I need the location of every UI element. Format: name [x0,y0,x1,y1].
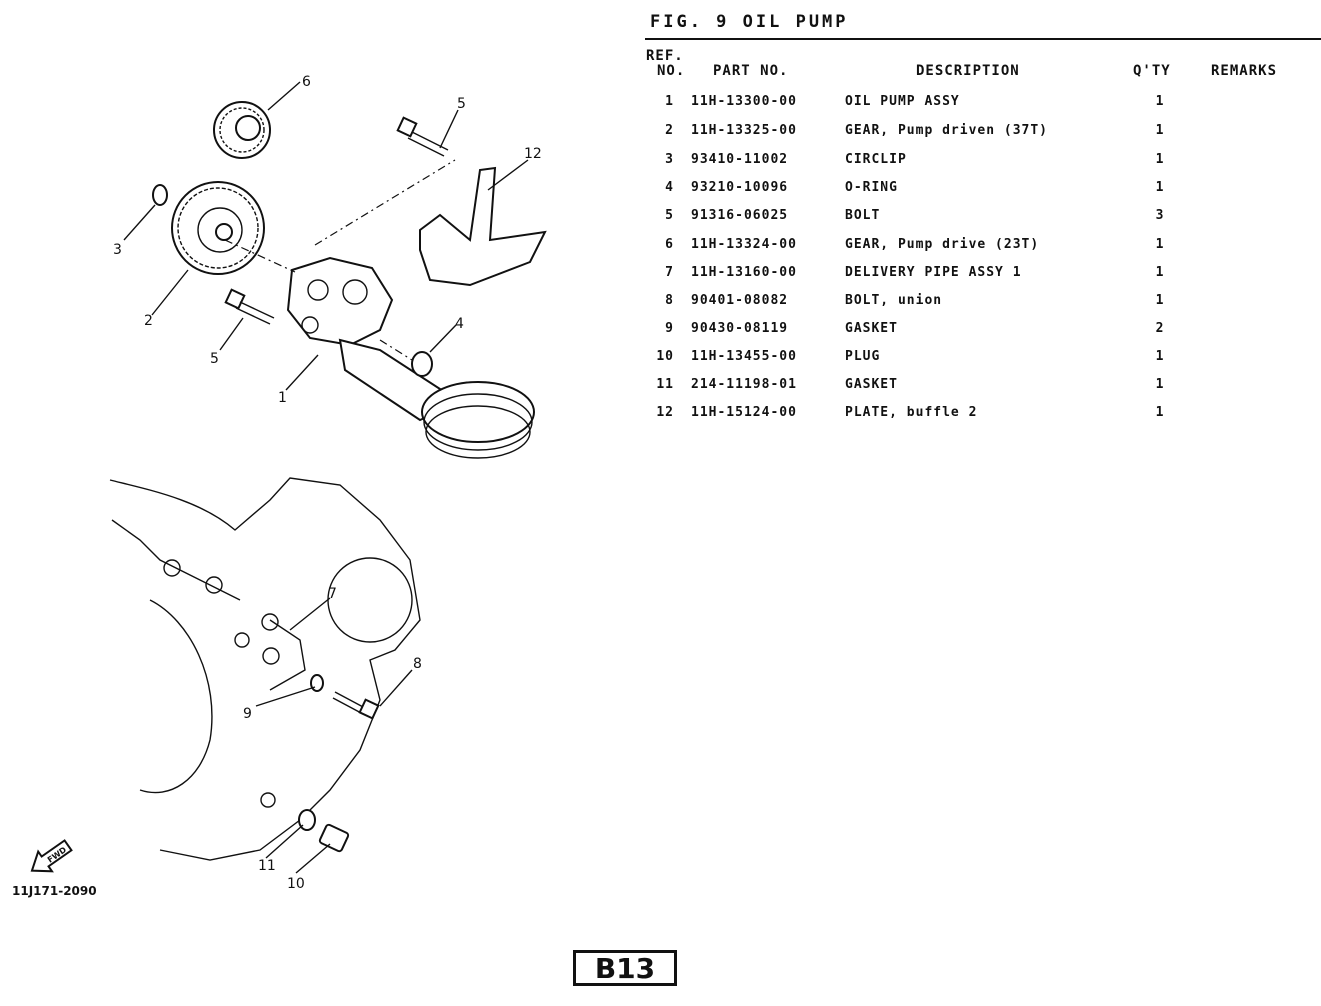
callout-3: 3 [113,242,122,258]
row-ref: 10 [656,349,674,364]
row-description: GEAR, Pump drive (23T) [845,237,1040,252]
gasket-9-drawing [310,674,324,692]
row-qty: 1 [1155,293,1165,308]
row-description: BOLT, union [845,293,943,308]
row-part-no: 11H-15124-00 [691,405,797,420]
row-description: PLATE, buffle 2 [845,405,978,420]
row-qty: 1 [1155,152,1165,167]
page-label: B13 [573,950,677,986]
row-qty: 1 [1155,94,1165,109]
callout-4: 4 [455,316,464,332]
row-qty: 1 [1155,405,1165,420]
callout-10: 10 [287,876,305,892]
row-description: PLUG [845,349,881,364]
circlip-3-drawing [152,184,168,206]
callout-8: 8 [413,656,422,672]
row-description: GEAR, Pump driven (37T) [845,123,1049,138]
row-part-no: 91316-06025 [691,208,789,223]
union-bolt-8-drawing [332,691,380,720]
table-row: 5 91316-06025 BOLT 3 [0,208,1321,228]
table-row: 7 11H-13160-00 DELIVERY PIPE ASSY 1 1 [0,265,1321,285]
row-ref: 12 [656,405,674,420]
row-ref: 2 [665,123,674,138]
figure-title: FIG. 9 OIL PUMP [650,12,849,32]
gear-6-drawing [213,101,271,159]
plug-10-drawing [318,823,350,853]
row-part-no: 214-11198-01 [691,377,797,392]
table-row: 1 11H-13300-00 OIL PUMP ASSY 1 [0,94,1321,114]
callout-1: 1 [278,390,287,406]
forward-arrow-icon: FWD [30,839,73,873]
row-part-no: 11H-13300-00 [691,94,797,109]
row-description: BOLT [845,208,881,223]
row-qty: 1 [1155,237,1165,252]
row-qty: 1 [1155,180,1165,195]
table-row: 11 214-11198-01 GASKET 1 [0,377,1321,397]
header-part-no: PART NO. [713,63,789,79]
callout-5-lower: 5 [210,351,219,367]
callout-7: 7 [328,586,337,602]
row-ref: 6 [665,237,674,252]
gear-2-drawing [171,181,265,275]
row-part-no: 11H-13455-00 [691,349,797,364]
row-qty: 1 [1155,265,1165,280]
row-ref: 5 [665,208,674,223]
table-row: 12 11H-15124-00 PLATE, buffle 2 1 [0,405,1321,425]
callout-11: 11 [258,858,276,874]
exploded-parts-diagram: 6 5 12 3 2 5 4 1 7 8 9 11 10 FWD [30,74,547,892]
row-ref: 8 [665,293,674,308]
table-row: 10 11H-13455-00 PLUG 1 [0,349,1321,369]
row-ref: 9 [665,321,674,336]
bolt-5-lower-drawing [224,288,275,325]
table-row: 3 93410-11002 CIRCLIP 1 [0,152,1321,172]
bolt-5-upper-drawing [396,116,449,157]
row-description: GASKET [845,321,898,336]
header-ref-line1: REF. [646,48,684,64]
header-description: DESCRIPTION [916,63,1020,79]
callout-9: 9 [243,706,252,722]
row-qty: 1 [1155,349,1165,364]
table-row: 8 90401-08082 BOLT, union 1 [0,293,1321,313]
table-row: 6 11H-13324-00 GEAR, Pump drive (23T) 1 [0,237,1321,257]
row-description: OIL PUMP ASSY [845,94,960,109]
row-part-no: 90430-08119 [691,321,789,336]
header-ref-line2: NO. [657,63,686,79]
row-ref: 1 [665,94,674,109]
crankcase-drawing [109,477,421,861]
oil-pump-assy-drawing [286,256,535,459]
table-row: 2 11H-13325-00 GEAR, Pump driven (37T) 1 [0,123,1321,143]
callout-2: 2 [144,313,153,329]
row-description: GASKET [845,377,898,392]
table-row: 4 93210-10096 O-RING 1 [0,180,1321,200]
callout-12: 12 [524,146,542,162]
row-part-no: 11H-13324-00 [691,237,797,252]
callout-6: 6 [302,74,311,90]
row-ref: 7 [665,265,674,280]
row-qty: 3 [1155,208,1165,223]
drawing-code: 11J171-2090 [12,884,97,898]
row-description: O-RING [845,180,898,195]
row-qty: 1 [1155,123,1165,138]
row-qty: 2 [1155,321,1165,336]
header-remarks: REMARKS [1211,63,1278,79]
header-rule [645,38,1321,40]
row-ref: 11 [656,377,674,392]
callout-5-upper: 5 [457,96,466,112]
row-ref: 3 [665,152,674,167]
row-qty: 1 [1155,377,1165,392]
row-description: CIRCLIP [845,152,907,167]
table-row: 9 90430-08119 GASKET 2 [0,321,1321,341]
row-ref: 4 [665,180,674,195]
row-part-no: 11H-13325-00 [691,123,797,138]
row-part-no: 93410-11002 [691,152,789,167]
row-part-no: 93210-10096 [691,180,789,195]
row-part-no: 90401-08082 [691,293,789,308]
o-ring-4-drawing [411,351,433,377]
header-qty: Q'TY [1133,63,1171,79]
row-part-no: 11H-13160-00 [691,265,797,280]
plate-12-drawing [419,166,547,287]
row-description: DELIVERY PIPE ASSY 1 [845,265,1022,280]
